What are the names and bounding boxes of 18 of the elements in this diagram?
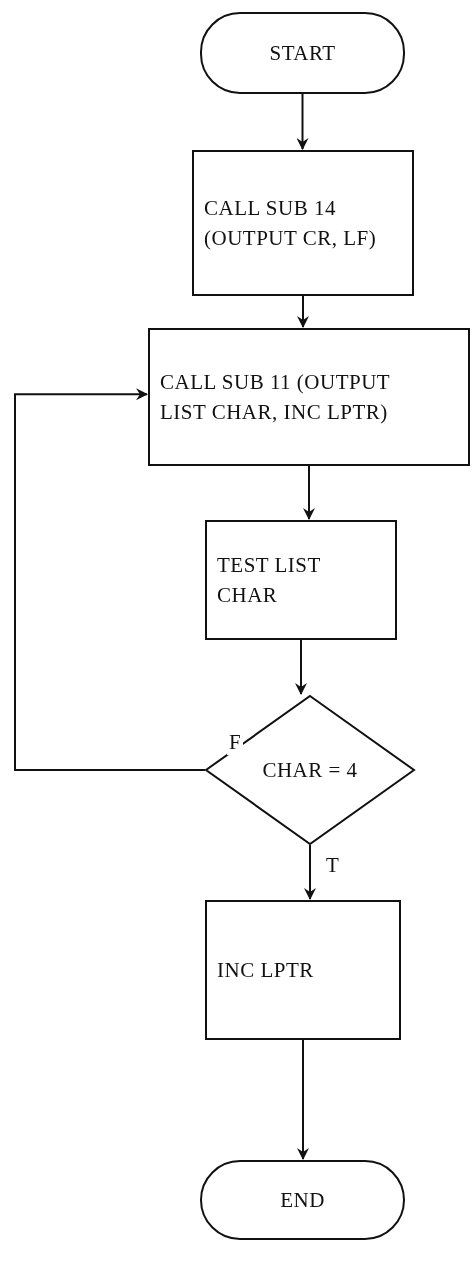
node-label: INC LPTR bbox=[217, 956, 315, 984]
arrow bbox=[304, 844, 316, 900]
arrow bbox=[296, 93, 309, 150]
node-label: START bbox=[269, 39, 336, 67]
process-box bbox=[192, 150, 414, 296]
arrow bbox=[303, 465, 315, 520]
node-label: END bbox=[280, 1186, 325, 1214]
node-label: CHAR = 4 bbox=[262, 756, 358, 784]
arrow bbox=[14, 388, 206, 771]
process-box bbox=[205, 520, 397, 640]
node-label: TEST LIST CHAR bbox=[217, 551, 322, 609]
arrow bbox=[297, 1039, 309, 1160]
arrow bbox=[297, 295, 309, 328]
node-label: CALL SUB 11 (OUTPUT LIST CHAR, INC LPTR) bbox=[160, 368, 391, 426]
node-label: CALL SUB 14 (OUTPUT CR, LF) bbox=[204, 194, 378, 252]
process-box bbox=[148, 328, 470, 466]
arrow bbox=[295, 639, 307, 695]
process-box bbox=[205, 900, 401, 1040]
